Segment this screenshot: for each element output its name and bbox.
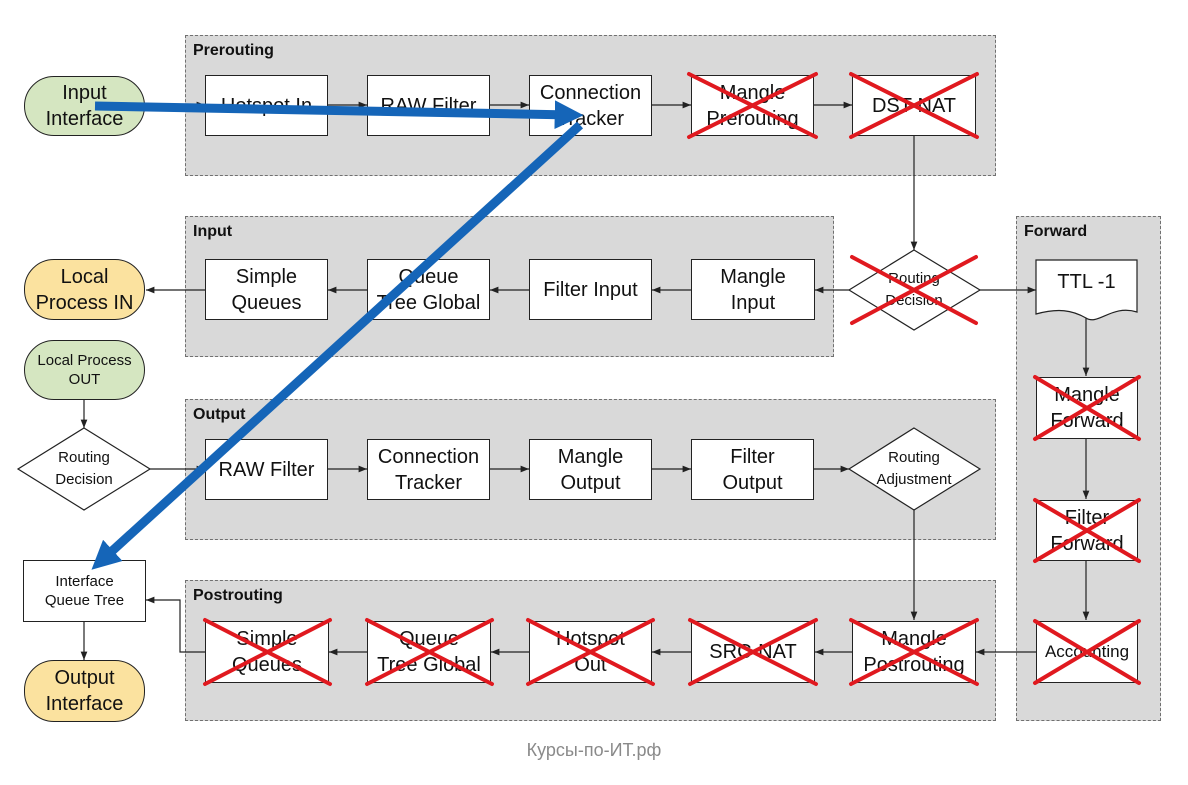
routing-adjustment-diamond xyxy=(847,427,982,511)
forward-title: Forward xyxy=(1024,223,1088,240)
output-connection-tracker: Connection Tracker xyxy=(367,439,490,500)
interface-queue-tree-box: Interface Queue Tree xyxy=(23,560,146,622)
input-filter-input-label: Filter Input xyxy=(543,278,638,301)
output-filter-output: Filter Output xyxy=(691,439,814,500)
local-process-out-label: Local Process OUT xyxy=(37,351,132,389)
output-mangle-output: Mangle Output xyxy=(529,439,652,500)
routing-decision-out-label: Routing Decision xyxy=(55,449,113,488)
output-raw-filter: RAW Filter xyxy=(205,439,328,500)
packet-path-arrow xyxy=(91,100,584,570)
output-filter-output-label: Filter Output xyxy=(722,445,783,494)
postrouting-title: Postrouting xyxy=(193,587,283,604)
output-interface-terminal: Output Interface xyxy=(24,660,145,722)
routing-decision-out-diamond xyxy=(16,427,152,511)
output-connection-tracker-label: Connection Tracker xyxy=(377,445,480,494)
footer-watermark: Курсы-по-ИТ.рф xyxy=(526,740,662,760)
ttl-document-shape xyxy=(1035,259,1138,321)
input-interface-label: Input Interface xyxy=(45,82,124,130)
input-filter-input: Filter Input xyxy=(529,259,652,320)
forward-ttl-label: TTL -1 xyxy=(1057,270,1116,293)
output-mangle-output-label: Mangle Output xyxy=(557,445,624,494)
output-raw-filter-label: RAW Filter xyxy=(218,458,315,481)
prerouting-connection-tracker: Connection Tracker xyxy=(529,75,652,136)
forward-ttl: TTL -1 xyxy=(1036,262,1137,302)
input-simple-queues-label: Simple Queues xyxy=(231,265,302,314)
prerouting-title: Prerouting xyxy=(193,42,274,59)
local-process-in-label: Local Process IN xyxy=(35,265,134,314)
disabled-crosses xyxy=(203,72,1141,686)
local-process-out-terminal: Local Process OUT xyxy=(24,340,145,400)
output-interface-label: Output Interface xyxy=(45,667,124,715)
input-title: Input xyxy=(193,223,233,240)
output-title: Output xyxy=(193,406,246,423)
input-mangle-input-label: Mangle Input xyxy=(720,265,786,314)
routing-decision-out: Routing Decision xyxy=(29,445,139,493)
input-mangle-input: Mangle Input xyxy=(691,259,815,320)
local-process-in-terminal: Local Process IN xyxy=(24,259,145,320)
routing-adjustment: Routing Adjustment xyxy=(859,445,969,493)
input-simple-queues: Simple Queues xyxy=(205,259,328,320)
interface-queue-tree-label: Interface Queue Tree xyxy=(44,572,125,610)
routing-adjustment-label: Routing Adjustment xyxy=(876,449,952,488)
